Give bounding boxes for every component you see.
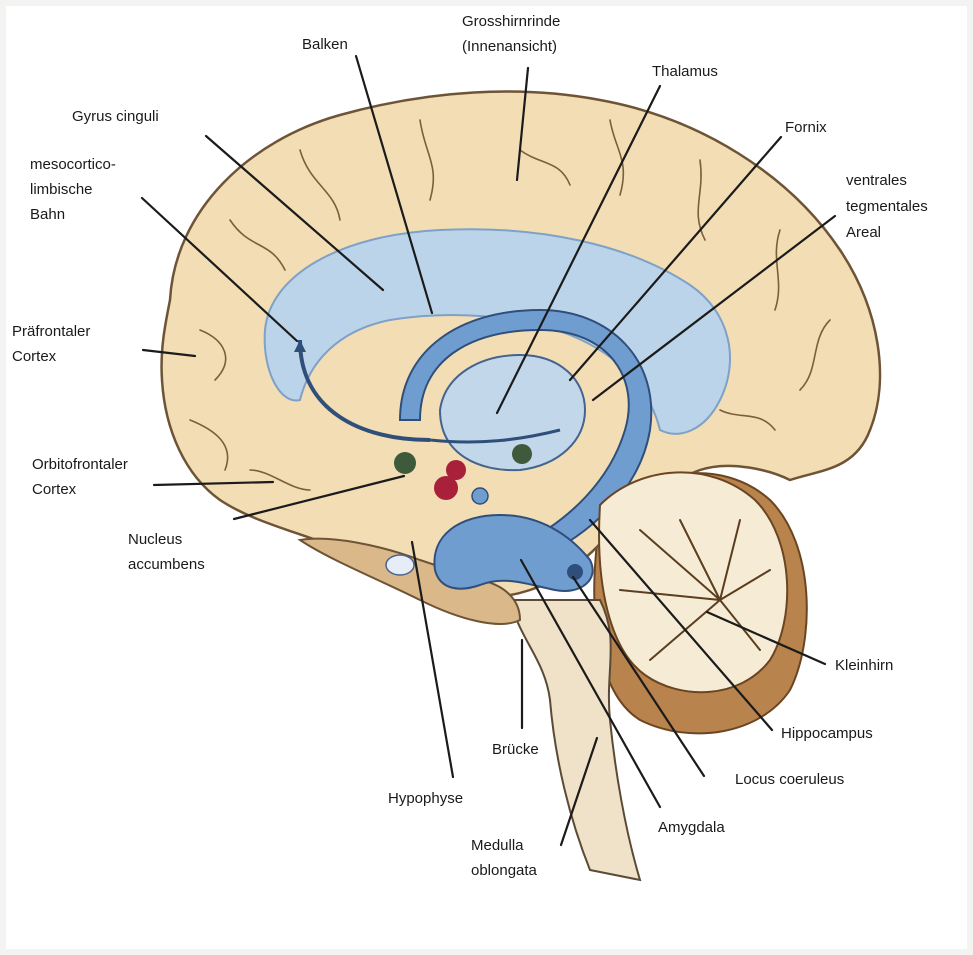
label-nucleus-2: accumbens bbox=[128, 556, 205, 573]
label-mesocortico-2: limbische bbox=[30, 181, 93, 198]
nucleus-accumbens-node-2 bbox=[446, 460, 466, 480]
label-grosshirnrinde: Grosshirnrinde bbox=[462, 13, 560, 30]
label-vta-2: tegmentales bbox=[846, 198, 928, 215]
label-kleinhirn: Kleinhirn bbox=[835, 657, 893, 674]
label-vta-3: Areal bbox=[846, 224, 881, 241]
label-vta: ventrales bbox=[846, 172, 907, 189]
label-hypophyse: Hypophyse bbox=[388, 790, 463, 807]
label-orbitofrontal: Orbitofrontaler bbox=[32, 456, 128, 473]
label-orbitofrontal-2: Cortex bbox=[32, 481, 77, 498]
label-bruecke: Brücke bbox=[492, 741, 539, 758]
label-mesocortico-3: Bahn bbox=[30, 206, 65, 223]
hypophyse-shape bbox=[386, 555, 414, 575]
label-thalamus: Thalamus bbox=[652, 63, 718, 80]
label-mesocortico: mesocortico- bbox=[30, 156, 116, 173]
label-gyrus-cinguli: Gyrus cinguli bbox=[72, 108, 159, 125]
label-grosshirnrinde-sub: (Innenansicht) bbox=[462, 38, 557, 55]
label-medulla-2: oblongata bbox=[471, 862, 538, 879]
label-medulla: Medulla bbox=[471, 837, 524, 854]
label-balken: Balken bbox=[302, 36, 348, 53]
orbitofrontal-node bbox=[394, 452, 416, 474]
locus-coeruleus-node bbox=[567, 564, 583, 580]
label-hippocampus: Hippocampus bbox=[781, 725, 873, 742]
label-nucleus: Nucleus bbox=[128, 531, 182, 548]
label-praefrontal-2: Cortex bbox=[12, 348, 57, 365]
label-fornix: Fornix bbox=[785, 119, 827, 136]
amygdala-node bbox=[472, 488, 488, 504]
label-amygdala: Amygdala bbox=[658, 819, 725, 836]
label-locus: Locus coeruleus bbox=[735, 771, 844, 788]
vta-node bbox=[512, 444, 532, 464]
label-praefrontal: Präfrontaler bbox=[12, 323, 90, 340]
